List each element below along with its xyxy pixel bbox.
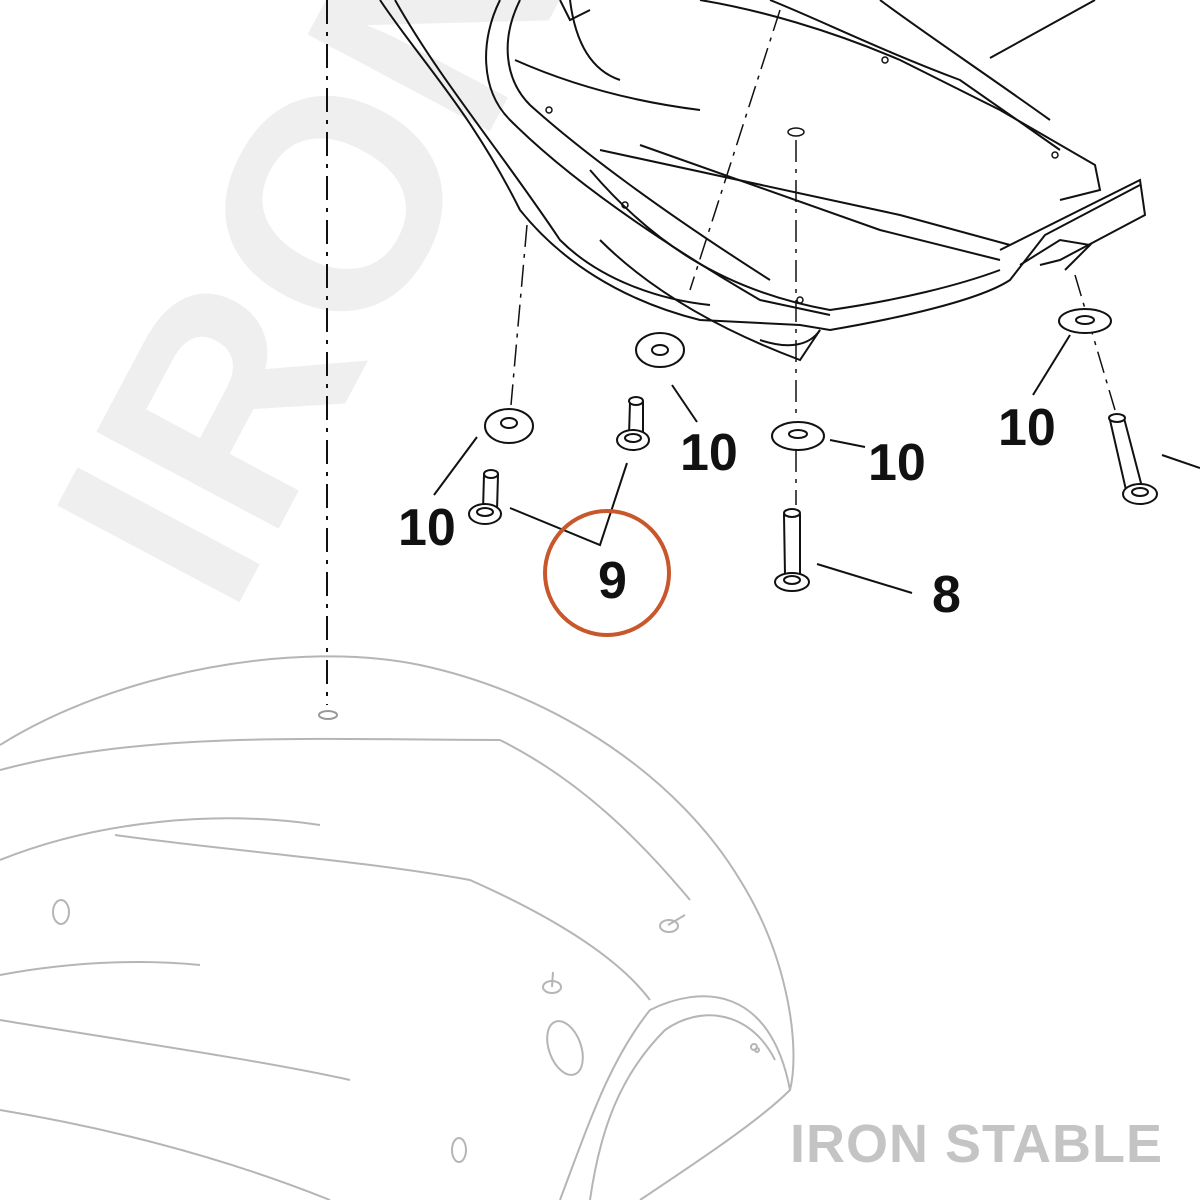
washer-far-right	[1058, 308, 1112, 334]
assembly-axes	[510, 9, 1116, 505]
leader-top-right	[989, 0, 1096, 59]
fender-bolt-lower	[542, 971, 562, 994]
washer-left	[484, 408, 534, 444]
screw-far-right	[1108, 413, 1158, 505]
leader-lines	[433, 334, 1200, 594]
highlight-circle	[543, 509, 671, 637]
callout-label-washer-center: 10	[680, 424, 738, 482]
callout-label-washer-right-lower: 10	[868, 434, 926, 492]
callout-label-washer-left: 10	[398, 499, 456, 557]
callout-label-screw-long: 8	[932, 566, 961, 624]
callout-label-washer-far-right: 10	[998, 399, 1056, 457]
washer-center	[635, 332, 685, 368]
rear-fender	[0, 655, 795, 1200]
fender-bolt-upper	[659, 914, 686, 933]
fender-hole	[318, 710, 338, 720]
screw-long	[774, 508, 810, 592]
callout-label-screw-highlighted: 9	[598, 552, 627, 610]
seat-pan	[379, 0, 1147, 362]
screw-left-short	[468, 469, 502, 525]
screw-center-short	[616, 396, 650, 451]
seat-pan-holes	[545, 56, 1059, 304]
washer-right-lower	[771, 421, 825, 451]
brand-watermark: IRON STABLE	[790, 1114, 1163, 1174]
